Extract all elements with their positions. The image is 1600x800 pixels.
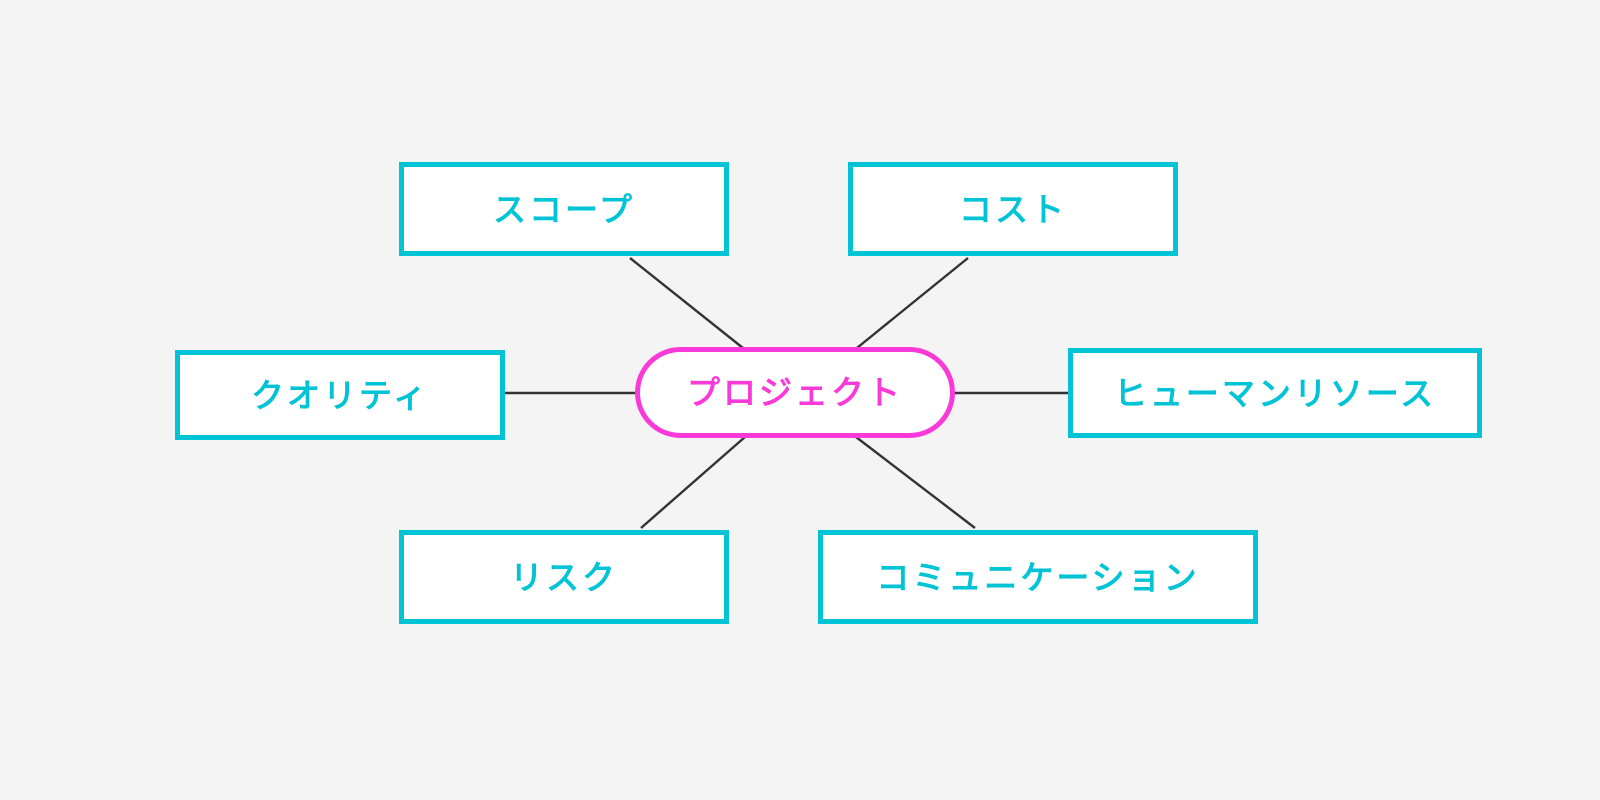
node-quality-label: クオリティ — [250, 375, 430, 415]
node-human-resource[interactable]: ヒューマンリソース — [1068, 348, 1482, 438]
node-communication[interactable]: コミュニケーション — [818, 530, 1258, 624]
node-cost-label: コスト — [959, 189, 1067, 229]
node-cost[interactable]: コスト — [848, 162, 1178, 256]
node-project-center[interactable]: プロジェクト — [635, 347, 955, 438]
node-quality[interactable]: クオリティ — [175, 350, 505, 440]
edge-risk-project — [640, 436, 746, 529]
node-communication-label: コミュニケーション — [876, 557, 1200, 597]
node-scope[interactable]: スコープ — [399, 162, 729, 256]
node-scope-label: スコープ — [492, 189, 636, 229]
edge-scope-project — [629, 257, 749, 353]
node-risk[interactable]: リスク — [399, 530, 729, 624]
edge-cost-project — [851, 257, 969, 353]
node-project-label: プロジェクト — [687, 373, 903, 412]
node-human-resource-label: ヒューマンリソース — [1113, 373, 1437, 413]
edge-communication-project — [855, 436, 976, 529]
node-risk-label: リスク — [510, 557, 618, 597]
